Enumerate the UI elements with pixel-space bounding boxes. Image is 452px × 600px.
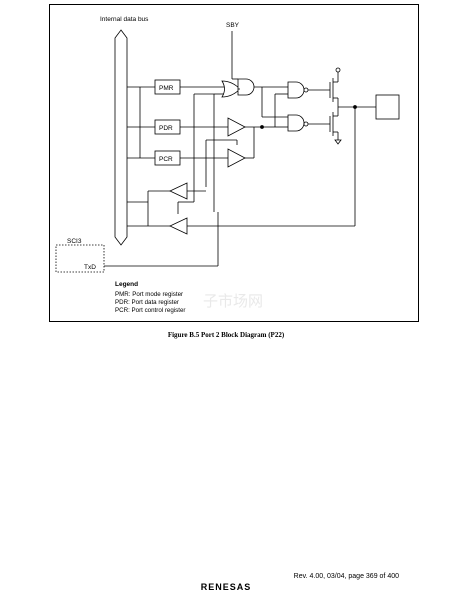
pcr-label: PCR [159, 156, 173, 163]
readback-buffer-1 [169, 182, 188, 200]
legend-title: Legend [115, 281, 138, 288]
txd-label: TxD [84, 264, 96, 271]
figure-caption: Figure B.5 Port 2 Block Diagram (P22) [167, 331, 285, 339]
legend-entry-pdr: PDR: Port data register [115, 299, 179, 306]
pdr-buffer [227, 117, 246, 137]
legend-entry-pmr: PMR: Port mode register [115, 291, 183, 298]
diagram-frame [49, 4, 419, 322]
pmr-label: PMR [159, 85, 174, 92]
sci3-box [55, 244, 105, 273]
output-pin-box [375, 94, 400, 120]
renesas-logo: RENESAS [200, 582, 252, 592]
pcr-buffer [227, 148, 246, 168]
sby-label: SBY [226, 22, 240, 29]
page-revision: Rev. 4.00, 03/04, page 369 of 400 [293, 573, 399, 580]
and-gate-1 [237, 78, 255, 96]
watermark: 子市场网 [203, 292, 264, 310]
internal-data-bus [114, 29, 128, 246]
and-gate-2 [287, 114, 305, 132]
legend-entry-pcr: PCR: Port control register [115, 307, 186, 314]
bus-label: Internal data bus [100, 16, 149, 23]
nand-gate [287, 81, 305, 99]
pdr-label: PDR [159, 125, 173, 132]
sci3-label: SCI3 [67, 238, 82, 245]
or-gate [221, 80, 241, 98]
readback-buffer-2 [169, 217, 188, 235]
